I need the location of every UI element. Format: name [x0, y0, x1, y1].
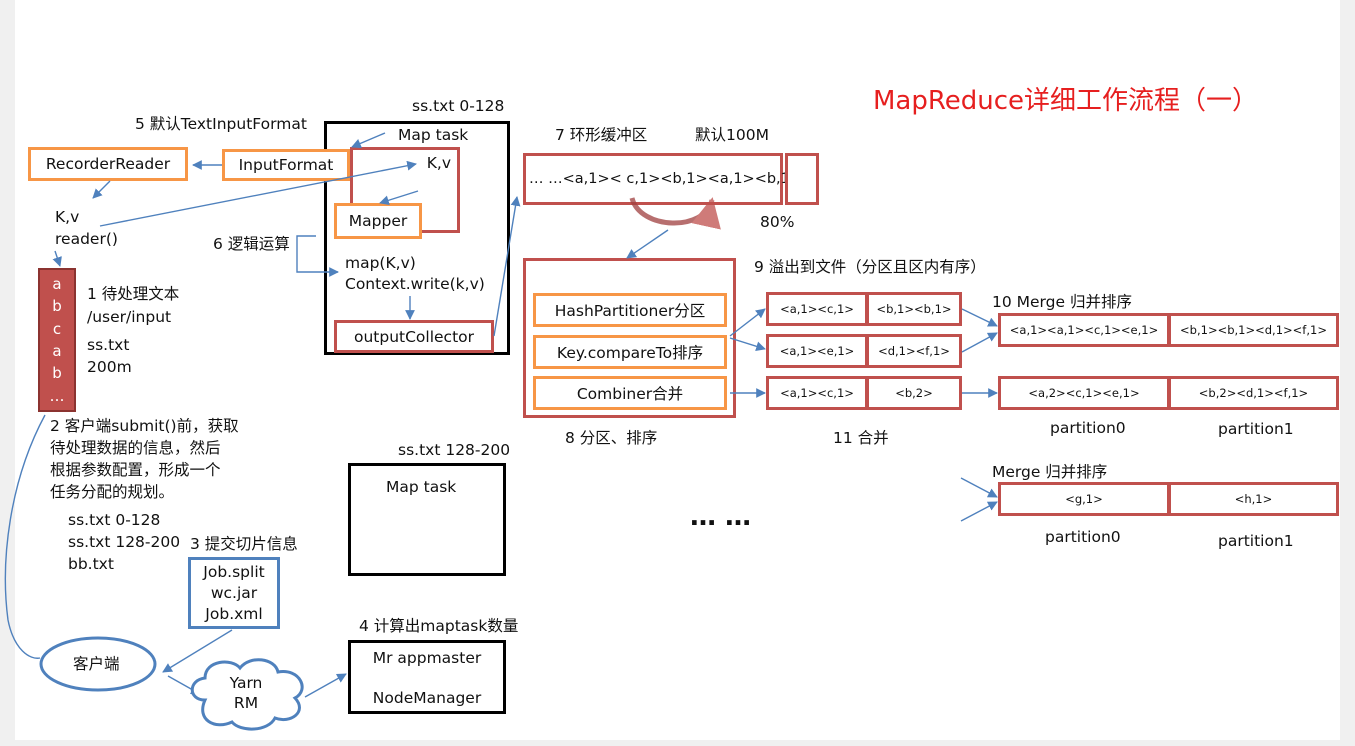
step3-label: 3 提交切片信息: [190, 535, 298, 553]
map-task-2-box: Map task: [348, 463, 506, 576]
split-range-label-1: ss.txt 0-128: [412, 97, 505, 115]
mr-appmaster-box: Mr appmaster NodeManager: [348, 640, 506, 714]
merged-file-cell: <a,1><a,1><c,1><e,1>: [998, 313, 1170, 347]
kv-reader-label-2: reader(): [55, 230, 118, 248]
step2-text: 2 客户端submit()前，获取 待处理数据的信息，然后 根据参数配置，形成一…: [50, 415, 239, 503]
spill-file-cell: <a,1><c,1>: [766, 292, 868, 326]
combiner-box: Combiner合并: [533, 376, 727, 410]
split-plan-item: ss.txt 128-200: [68, 533, 181, 551]
merged-file-cell: <h,1>: [1168, 482, 1339, 516]
step5-label: 5 默认TextInputFormat: [135, 115, 307, 133]
step4-label: 4 计算出maptask数量: [359, 617, 519, 635]
job-file-item: wc.jar: [210, 583, 258, 602]
step9-label: 9 溢出到文件（分区且区内有序）: [754, 258, 986, 276]
buffer-default-size-label: 默认100M: [695, 126, 769, 144]
node-manager-label: NodeManager: [372, 689, 482, 707]
split-letter: b: [52, 297, 62, 316]
merged-file-cell: <b,1><b,1><d,1><f,1>: [1168, 313, 1339, 347]
split-range-label-2: ss.txt 128-200: [398, 441, 511, 459]
merged-file-cell: <a,2><c,1><e,1>: [998, 376, 1170, 410]
spill-file-cell: <d,1><f,1>: [866, 334, 962, 368]
split-letter: a: [52, 275, 62, 294]
merged-file-cell: <g,1>: [998, 482, 1170, 516]
input-file-label: ss.txt: [87, 336, 130, 354]
page-title: MapReduce详细工作流程（一）: [873, 86, 1259, 116]
yarn-rm-line: Yarn: [229, 674, 263, 692]
split-letter: c: [52, 319, 62, 338]
split-letter: a: [52, 342, 62, 361]
input-split-column: a b c a b …: [38, 268, 76, 412]
partition0-label: partition0: [1050, 419, 1126, 437]
merge2-label: Merge 归并排序: [992, 463, 1108, 481]
step8-label: 8 分区、排序: [565, 429, 658, 447]
spill-file-cell: <b,1><b,1>: [866, 292, 962, 326]
split-letter: …: [49, 386, 65, 405]
key-compare-box: Key.compareTo排序: [533, 335, 727, 369]
mr-appmaster-label: Mr appmaster: [372, 649, 482, 667]
ring-buffer-box: … …<a,1>< c,1><b,1><a,1><b,1>: [523, 153, 802, 205]
ring-buffer-reserve-box: [785, 153, 819, 205]
partition0-label-2: partition0: [1045, 528, 1121, 546]
kv-label: K,v: [426, 154, 451, 172]
output-collector-box: outputCollector: [334, 320, 494, 353]
split-letter: b: [52, 364, 62, 383]
input-size-label: 200m: [87, 358, 132, 376]
step2-line: 待处理数据的信息，然后: [50, 439, 221, 457]
kv-reader-label-1: K,v: [55, 208, 80, 226]
split-plan-item: bb.txt: [68, 555, 114, 573]
input-path-label: /user/input: [87, 308, 172, 326]
split-plan-list: ss.txt 0-128 ss.txt 128-200 bb.txt: [68, 509, 180, 575]
spill-file-cell: <a,1><e,1>: [766, 334, 868, 368]
step6-label: 6 逻辑运算: [213, 235, 290, 253]
client-label: 客户端: [73, 655, 120, 673]
merged-file-cell: <b,2><d,1><f,1>: [1168, 376, 1339, 410]
context-write-label: Context.write(k,v): [345, 275, 485, 293]
step7-label: 7 环形缓冲区: [555, 126, 648, 144]
split-plan-item: ss.txt 0-128: [68, 511, 161, 529]
combined-file-cell: <b,2>: [866, 376, 962, 410]
job-files-box: Job.split wc.jar Job.xml: [188, 557, 280, 629]
step2-line: 2 客户端submit()前，获取: [50, 417, 239, 435]
recorder-reader-box: RecorderReader: [28, 147, 188, 181]
partition1-label-2: partition1: [1218, 532, 1294, 550]
job-file-item: Job.xml: [205, 604, 263, 623]
partition1-label: partition1: [1218, 420, 1294, 438]
map-call-label: map(K,v): [345, 254, 416, 272]
buffer-80pct-label: 80%: [760, 213, 795, 231]
step11-label: 11 合并: [833, 429, 889, 447]
step2-line: 任务分配的规划。: [50, 483, 175, 501]
step2-line: 根据参数配置，形成一个: [50, 461, 221, 479]
yarn-rm-label: Yarn RM: [228, 673, 264, 713]
mapper-box: Mapper: [334, 203, 422, 239]
yarn-rm-line: RM: [233, 694, 259, 712]
hash-partitioner-box: HashPartitioner分区: [533, 293, 727, 327]
combined-file-cell: <a,1><c,1>: [766, 376, 868, 410]
job-file-item: Job.split: [203, 562, 265, 581]
input-format-box: InputFormat: [222, 149, 350, 181]
map-task-1-label: Map task: [398, 126, 469, 144]
step10-label: 10 Merge 归并排序: [992, 293, 1132, 311]
ellipsis-label: … …: [690, 502, 752, 532]
step1-label: 1 待处理文本: [87, 285, 180, 303]
